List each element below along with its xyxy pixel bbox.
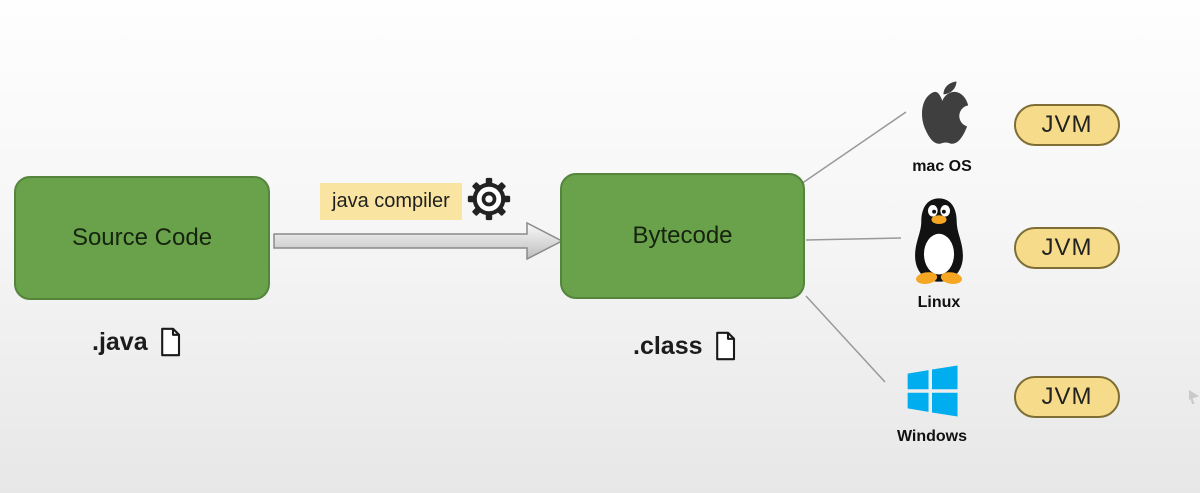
- cursor-artifact: [1189, 390, 1199, 404]
- compile-arrow: [273, 221, 564, 261]
- file-icon: [713, 331, 737, 361]
- line-to-linux: [805, 237, 902, 241]
- platform-label-macos: mac OS: [912, 158, 972, 175]
- jvm-badge-windows: JVM: [1014, 376, 1120, 418]
- line-to-windows: [805, 295, 886, 383]
- class-file-extension: .class: [633, 331, 737, 361]
- platform-label-windows: Windows: [896, 428, 968, 445]
- java-ext-text: .java: [92, 327, 148, 356]
- platform-label-linux: Linux: [917, 294, 961, 311]
- apple-icon: [906, 76, 978, 156]
- bytecode-box: Bytecode: [560, 173, 805, 299]
- class-ext-text: .class: [633, 331, 703, 360]
- file-icon: [158, 327, 182, 357]
- source-code-box: Source Code: [14, 176, 270, 300]
- java-compiler-text: java compiler: [332, 190, 450, 212]
- java-file-extension: .java: [92, 327, 182, 357]
- jvm-badge-linux: JVM: [1014, 227, 1120, 269]
- jvm-badge-macos: JVM: [1014, 104, 1120, 146]
- source-code-label: Source Code: [71, 224, 213, 251]
- linux-tux-icon: [908, 190, 970, 290]
- windows-icon: [903, 362, 961, 420]
- java-compiler-label: java compiler: [320, 183, 462, 220]
- gear-icon: [466, 176, 512, 222]
- line-to-macos: [800, 111, 907, 185]
- bytecode-label: Bytecode: [632, 222, 733, 249]
